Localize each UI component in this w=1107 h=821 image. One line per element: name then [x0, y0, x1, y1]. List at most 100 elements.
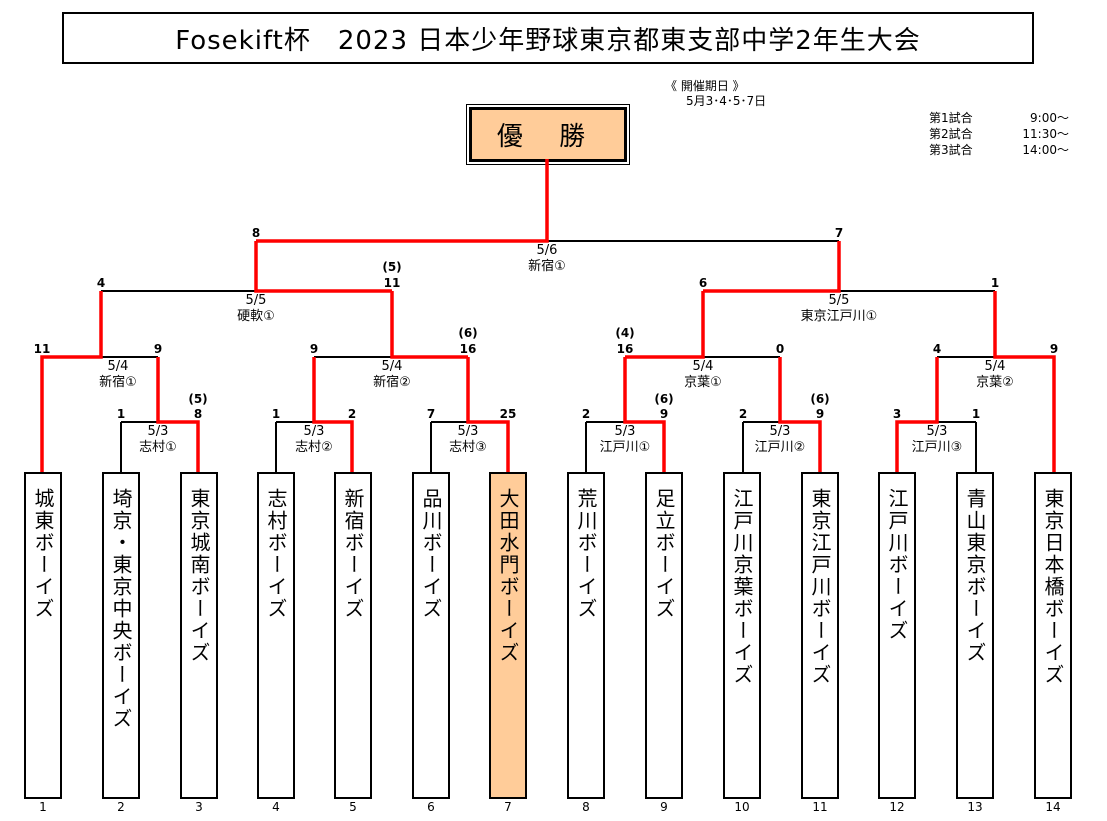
score: 9: [1049, 342, 1059, 356]
match-venue: 江戸川③: [911, 440, 963, 455]
team-box: 志村ボーイズ: [257, 472, 295, 799]
team-number: 9: [660, 800, 668, 814]
game-time: 9:00～: [1030, 111, 1069, 125]
team-box: 東京江戸川ボーイズ: [801, 472, 839, 799]
team-box: 東京城南ボーイズ: [180, 472, 218, 799]
page-title: Fosekift杯 2023 日本少年野球東京都東支部中学2年生大会: [62, 12, 1034, 64]
team-name: 江戸川ボーイズ: [885, 488, 909, 642]
game-label: 第3試合: [929, 143, 973, 157]
score: 4: [932, 342, 942, 356]
match-venue: 志村②: [295, 440, 333, 455]
team-number: 6: [427, 800, 435, 814]
match-venue: 硬軟①: [237, 309, 275, 324]
match-venue: 京葉②: [976, 375, 1014, 390]
match-venue: 京葉①: [684, 375, 722, 390]
match-date: 5/3: [457, 424, 479, 439]
score: 2: [738, 407, 748, 421]
team-name: 荒川ボーイズ: [574, 488, 598, 620]
team-box: 足立ボーイズ: [645, 472, 683, 799]
score: 11: [33, 342, 51, 356]
score-note: (6): [810, 392, 830, 406]
match-venue: 志村③: [449, 440, 487, 455]
score-note: (6): [654, 392, 674, 406]
match-date: 5/4: [107, 359, 129, 374]
match-date: 5/3: [926, 424, 948, 439]
match-venue: 江戸川②: [754, 440, 806, 455]
team-box: 城東ボーイズ: [24, 472, 62, 799]
team-number: 1: [39, 800, 47, 814]
team-number: 4: [272, 800, 280, 814]
match-date: 5/5: [828, 293, 850, 308]
score: 4: [96, 276, 106, 290]
team-number: 7: [504, 800, 512, 814]
team-name: 江戸川京葉ボーイズ: [730, 488, 754, 686]
team-name: 大田水門ボーイズ: [496, 488, 520, 664]
score-note: (6): [458, 326, 478, 340]
game-time-2: 第2試合 11:30～: [929, 127, 1069, 142]
match-date: 5/3: [147, 424, 169, 439]
match-venue: 新宿①: [99, 375, 137, 390]
match-date: 5/5: [245, 293, 267, 308]
schedule-heading: 《 開催期日 》: [665, 79, 745, 93]
score: 8: [193, 407, 203, 421]
team-number: 11: [812, 800, 828, 814]
team-number: 2: [117, 800, 125, 814]
team-number: 14: [1045, 800, 1061, 814]
match-date: 5/4: [381, 359, 403, 374]
score: 9: [815, 407, 825, 421]
score: 9: [659, 407, 669, 421]
team-name: 東京日本橋ボーイズ: [1041, 488, 1065, 686]
score: 3: [892, 407, 902, 421]
game-label: 第1試合: [929, 111, 973, 125]
match-date: 5/3: [303, 424, 325, 439]
score: 9: [153, 342, 163, 356]
team-box: 品川ボーイズ: [412, 472, 450, 799]
match-venue: 東京江戸川①: [800, 309, 878, 324]
match-venue: 新宿①: [528, 259, 566, 274]
match-date: 5/3: [614, 424, 636, 439]
score-note: (5): [188, 392, 208, 406]
score: 2: [581, 407, 591, 421]
team-name: 足立ボーイズ: [652, 488, 676, 620]
team-number: 5: [349, 800, 357, 814]
team-name: 新宿ボーイズ: [341, 488, 365, 620]
game-time-1: 第1試合 9:00～: [929, 111, 1069, 126]
team-box: 荒川ボーイズ: [567, 472, 605, 799]
match-venue: 江戸川①: [599, 440, 651, 455]
bracket-lines-black: [101, 240, 995, 472]
team-box: 江戸川ボーイズ: [878, 472, 916, 799]
score: 6: [698, 276, 708, 290]
team-number: 10: [734, 800, 750, 814]
match-date: 5/3: [769, 424, 791, 439]
bracket-lines-winner: [40, 159, 1056, 472]
game-time: 14:00～: [1022, 143, 1069, 157]
team-name: 志村ボーイズ: [264, 488, 288, 620]
team-box: 江戸川京葉ボーイズ: [723, 472, 761, 799]
score: 8: [251, 226, 261, 240]
champion-box: 優 勝: [466, 104, 630, 165]
score: 2: [347, 407, 357, 421]
game-time: 11:30～: [1022, 127, 1069, 141]
score: 16: [459, 342, 477, 356]
match-venue: 新宿②: [373, 375, 411, 390]
score: 25: [499, 407, 517, 421]
score: 11: [383, 276, 401, 290]
match-date: 5/4: [984, 359, 1006, 374]
score: 1: [971, 407, 981, 421]
game-time-3: 第3試合 14:00～: [929, 143, 1069, 158]
game-label: 第2試合: [929, 127, 973, 141]
match-venue: 志村①: [139, 440, 177, 455]
team-name: 青山東京ボーイズ: [963, 488, 987, 664]
team-name: 城東ボーイズ: [31, 488, 55, 620]
team-name: 東京城南ボーイズ: [187, 488, 211, 664]
